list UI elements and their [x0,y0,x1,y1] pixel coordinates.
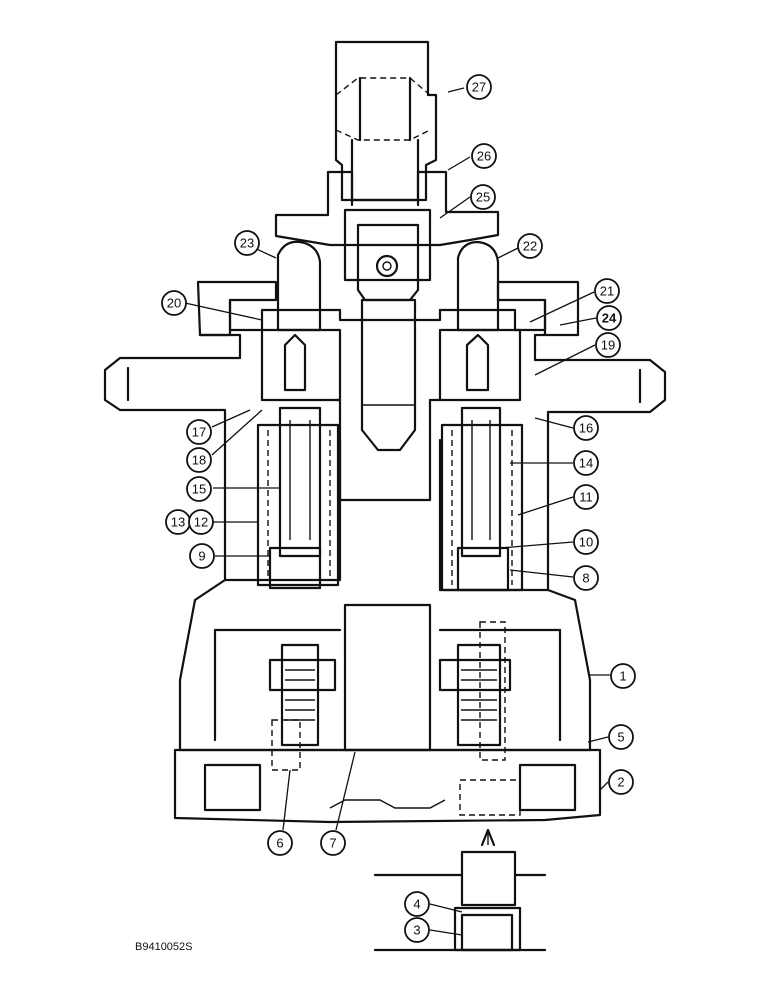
callout-5: 5 [608,724,634,750]
callout-20: 20 [161,290,187,316]
callout-22: 22 [517,233,543,259]
callout-11: 11 [573,484,599,510]
svg-text:19: 19 [601,338,615,353]
callout-27: 27 [466,74,492,100]
callout-18: 18 [186,447,212,473]
svg-text:16: 16 [579,421,593,436]
callout-4: 4 [404,891,430,917]
lower-body [178,578,592,771]
callout-1: 1 [610,663,636,689]
svg-text:22: 22 [523,239,537,254]
svg-text:27: 27 [472,80,486,95]
callout-23: 23 [234,230,260,256]
svg-text:20: 20 [167,296,181,311]
cylinder-housings [223,406,550,592]
leader-lines [184,87,610,936]
svg-text:8: 8 [582,571,589,586]
svg-text:21: 21 [600,284,614,299]
callout-10: 10 [573,529,599,555]
callout-21: 21 [594,278,620,304]
callouts: 27 26 25 23 22 20 21 24 19 17 18 15 13 1… [161,74,636,943]
cam-plate [274,170,500,302]
detail-inset [373,828,547,952]
svg-text:10: 10 [579,535,593,550]
svg-text:2: 2 [617,775,624,790]
svg-text:12: 12 [194,515,208,530]
callout-26: 26 [471,143,497,169]
callout-17: 17 [186,419,212,445]
figure-code: B9410052S [135,941,193,953]
callout-15: 15 [186,476,212,502]
center-plunger [333,298,442,502]
svg-text:3: 3 [413,923,420,938]
svg-text:25: 25 [476,190,490,205]
callout-8: 8 [573,565,599,591]
callout-25: 25 [470,184,496,210]
svg-text:5: 5 [617,730,624,745]
svg-text:4: 4 [413,897,420,912]
svg-text:14: 14 [579,456,593,471]
svg-text:13: 13 [171,515,185,530]
svg-text:17: 17 [192,425,206,440]
callout-12: 12 [188,509,214,535]
svg-text:18: 18 [192,453,206,468]
svg-text:24: 24 [602,311,617,326]
svg-text:23: 23 [240,236,254,251]
callout-3: 3 [404,917,430,943]
svg-text:1: 1 [619,669,626,684]
callout-13: 13 [165,509,191,535]
callout-14: 14 [573,450,599,476]
callout-16: 16 [573,415,599,441]
callout-2: 2 [608,769,634,795]
svg-text:26: 26 [477,149,491,164]
callout-7: 7 [320,830,346,856]
svg-text:11: 11 [579,490,593,505]
callout-19: 19 [595,332,621,358]
callout-6: 6 [267,830,293,856]
svg-text:9: 9 [198,549,205,564]
svg-text:15: 15 [192,482,206,497]
callout-9: 9 [189,543,215,569]
callout-24: 24 [596,305,622,331]
base-plate [173,748,602,824]
svg-text:7: 7 [329,836,336,851]
svg-text:6: 6 [276,836,283,851]
